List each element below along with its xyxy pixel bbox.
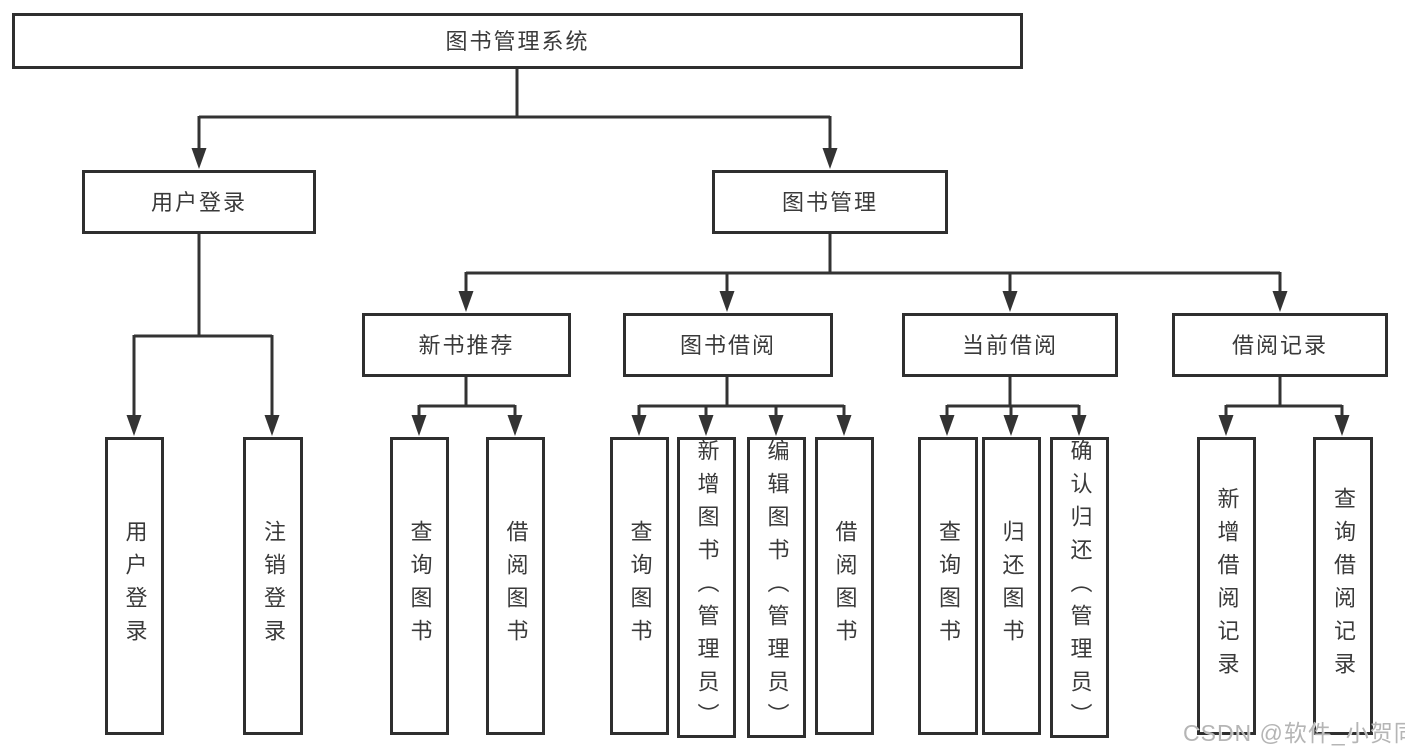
leaf-add-borrow-record: 新增借阅记录 [1197, 437, 1256, 735]
leaf-current-query-book-label: 查询图书 [936, 520, 961, 652]
leaf-recommend-query-book-label: 查询图书 [407, 520, 433, 652]
leaf-add-borrow-record-label: 新增借阅记录 [1214, 487, 1240, 685]
leaf-user-login-label: 用户登录 [122, 520, 148, 652]
leaf-edit-book-admin: 编辑图书（管理员） [747, 437, 806, 738]
leaf-recommend-borrow-book-label: 借阅图书 [503, 520, 529, 652]
leaf-current-query-book: 查询图书 [918, 437, 978, 735]
node-user-login-group-label: 用户登录 [150, 190, 247, 215]
leaf-query-borrow-record-label: 查询借阅记录 [1331, 487, 1356, 685]
node-borrow-records: 借阅记录 [1172, 313, 1388, 377]
node-book-management-label: 图书管理 [781, 190, 878, 215]
leaf-logout: 注销登录 [243, 437, 303, 735]
leaf-borrow-book: 借阅图书 [815, 437, 874, 735]
node-new-book-recommend-label: 新书推荐 [418, 333, 515, 358]
node-book-borrow: 图书借阅 [623, 313, 833, 377]
node-new-book-recommend: 新书推荐 [362, 313, 571, 377]
node-book-management: 图书管理 [712, 170, 948, 234]
leaf-add-book-admin: 新增图书（管理员） [677, 437, 736, 738]
leaf-confirm-return-admin-label: 确认归还（管理员） [1067, 439, 1093, 736]
leaf-return-book: 归还图书 [982, 437, 1041, 735]
node-root-label: 图书管理系统 [445, 29, 590, 54]
leaf-confirm-return-admin: 确认归还（管理员） [1050, 437, 1109, 738]
leaf-add-book-admin-label: 新增图书（管理员） [694, 439, 720, 736]
leaf-borrow-query-book-label: 查询图书 [627, 520, 653, 652]
node-current-borrow: 当前借阅 [902, 313, 1118, 377]
leaf-borrow-book-label: 借阅图书 [832, 520, 858, 652]
leaf-recommend-query-book: 查询图书 [390, 437, 449, 735]
node-root: 图书管理系统 [12, 13, 1023, 69]
leaf-query-borrow-record: 查询借阅记录 [1313, 437, 1373, 735]
node-current-borrow-label: 当前借阅 [961, 333, 1058, 358]
leaf-logout-label: 注销登录 [261, 520, 286, 652]
leaf-borrow-query-book: 查询图书 [610, 437, 669, 735]
node-borrow-records-label: 借阅记录 [1231, 333, 1328, 358]
node-user-login-group: 用户登录 [82, 170, 316, 234]
leaf-user-login: 用户登录 [105, 437, 164, 735]
csdn-watermark: CSDN @软件_小贺同学 [1183, 720, 1405, 746]
leaf-recommend-borrow-book: 借阅图书 [486, 437, 545, 735]
leaf-return-book-label: 归还图书 [999, 520, 1025, 652]
node-book-borrow-label: 图书借阅 [679, 333, 776, 358]
leaf-edit-book-admin-label: 编辑图书（管理员） [764, 439, 790, 736]
